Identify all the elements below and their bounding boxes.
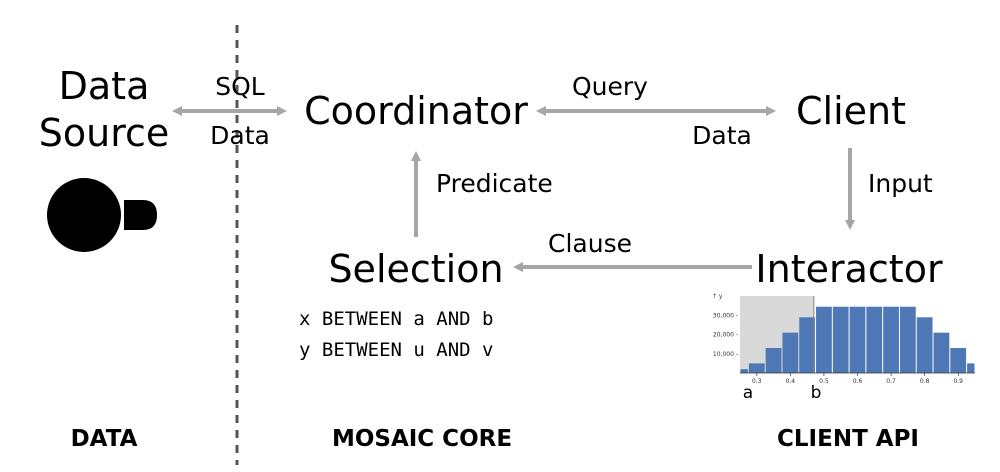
section-client-api: CLIENT API: [777, 426, 919, 452]
histogram-bar: [849, 306, 866, 373]
x-tick-label: 0.4: [786, 378, 796, 385]
histogram-bar: [933, 332, 950, 373]
database-icon: [47, 178, 157, 252]
query-label: Query: [572, 72, 648, 101]
coordinator-label: Coordinator: [304, 89, 528, 133]
section-data: DATA: [71, 426, 138, 452]
data-source-label-line1: Data: [59, 64, 150, 108]
x-tick-label: 0.9: [953, 378, 963, 385]
selection-label: Selection: [328, 247, 503, 291]
histogram-bar: [950, 348, 967, 373]
histogram-bar: [816, 306, 832, 373]
brush-end-label: b: [811, 383, 822, 403]
data-source-label-line2: Source: [39, 111, 170, 155]
x-tick-label: 0.7: [886, 378, 896, 385]
histogram-bar: [799, 317, 816, 373]
input-label: Input: [868, 169, 933, 198]
interactor-label: Interactor: [755, 247, 943, 291]
clause-label: Clause: [548, 229, 632, 258]
predicate-line-x: x BETWEEN a AND b: [299, 308, 493, 330]
histogram-bar: [883, 306, 899, 373]
histogram-bar: [740, 369, 748, 373]
x-tick-label: 0.8: [920, 378, 930, 385]
sql-label: SQL: [215, 72, 265, 101]
section-mosaic-core: MOSAIC CORE: [332, 426, 512, 452]
histogram-bar: [832, 306, 849, 373]
x-tick-label: 0.5: [819, 378, 829, 385]
histogram-bar: [916, 317, 933, 373]
histogram-bar: [899, 306, 916, 373]
histogram-bar: [765, 348, 782, 373]
histogram-bar: [782, 332, 799, 373]
predicate-label: Predicate: [436, 169, 553, 198]
predicate-line-y: y BETWEEN u AND v: [299, 339, 493, 361]
y-axis-label: ↑ y: [712, 293, 723, 300]
brush-start-label: a: [743, 383, 753, 403]
histogram-bar: [967, 363, 975, 373]
y-tick-label: 20,000 -: [713, 332, 738, 339]
client-label: Client: [796, 89, 906, 133]
y-tick-label: 10,000 -: [713, 351, 738, 358]
data-left-label: Data: [210, 121, 270, 150]
histogram-chart: ↑ y 10,000 - 20,000 - 30,000 - 0.3 0.4 0.5 0.6 0…: [712, 293, 975, 403]
x-tick-label: 0.6: [853, 378, 863, 385]
y-tick-label: 30,000 -: [713, 312, 738, 319]
x-tick-label: 0.3: [752, 378, 762, 385]
data-right-label: Data: [692, 121, 752, 150]
histogram-bar: [866, 306, 883, 373]
histogram-bar: [748, 363, 765, 373]
